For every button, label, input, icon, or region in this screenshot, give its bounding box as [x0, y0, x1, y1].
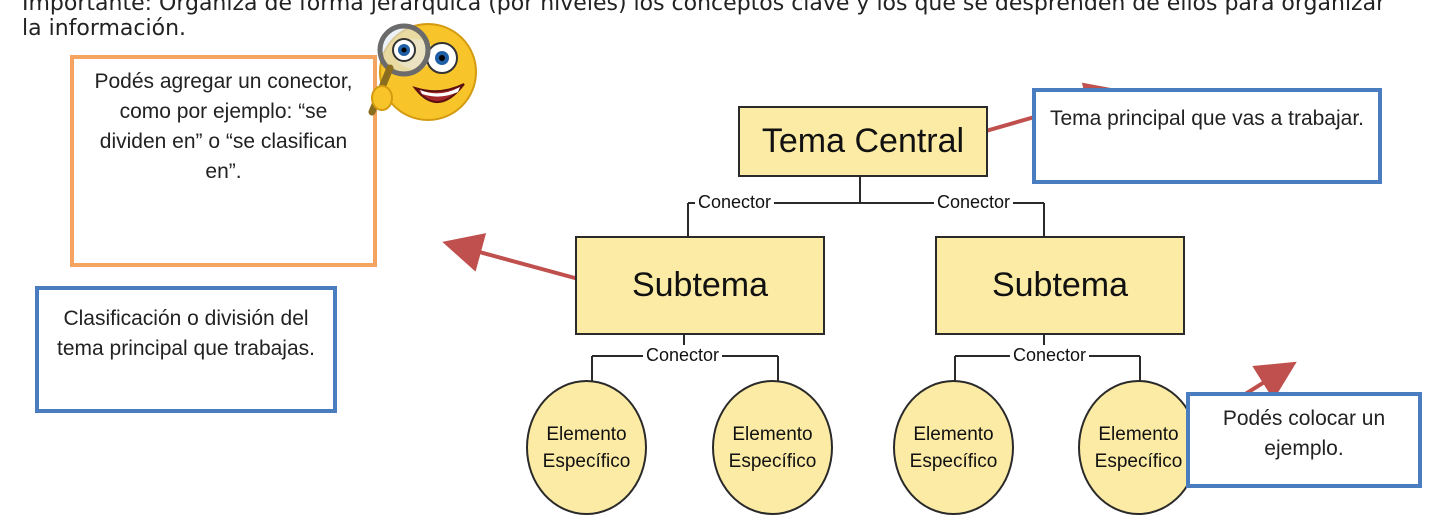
central-topic-label: Tema Central [761, 122, 965, 160]
specific-element-line-1: Elemento [913, 423, 994, 445]
intro-line-1: Importante: Organizá de forma jerárquica… [22, 0, 1386, 16]
connector-label-1: Conector [695, 192, 775, 213]
connector-label-2: Conector [934, 192, 1014, 213]
central-topic-box: Tema Central [738, 106, 988, 177]
subtopic-box-2: Subtema [935, 236, 1185, 335]
specific-element-line-2: Específico [1094, 450, 1183, 472]
subtopic-box-1: Subtema [575, 236, 825, 335]
specific-element-line-1: Elemento [1098, 423, 1179, 445]
subtopic-label-2: Subtema [991, 266, 1129, 304]
specific-element-line-1: Elemento [732, 423, 813, 445]
connector-label-4: Conector [1010, 345, 1090, 366]
specific-element-line-2: Específico [909, 450, 998, 472]
specific-element-line-2: Específico [728, 450, 817, 472]
intro-line-2: la información. [22, 16, 187, 41]
example-note: Podés colocar un ejemplo. [1186, 392, 1422, 488]
central-topic-note: Tema principal que vas a trabajar. [1032, 88, 1382, 184]
connector-label-3: Conector [643, 345, 723, 366]
specific-element-line-2: Específico [542, 450, 631, 472]
magnifying-glass-emoji-icon [368, 23, 477, 121]
subtopic-label-1: Subtema [631, 266, 769, 304]
subtopic-note: Clasificación o división del tema princi… [35, 286, 337, 413]
connector-note: Podés agregar un conector, como por ejem… [70, 55, 377, 267]
specific-element-line-1: Elemento [546, 423, 627, 445]
